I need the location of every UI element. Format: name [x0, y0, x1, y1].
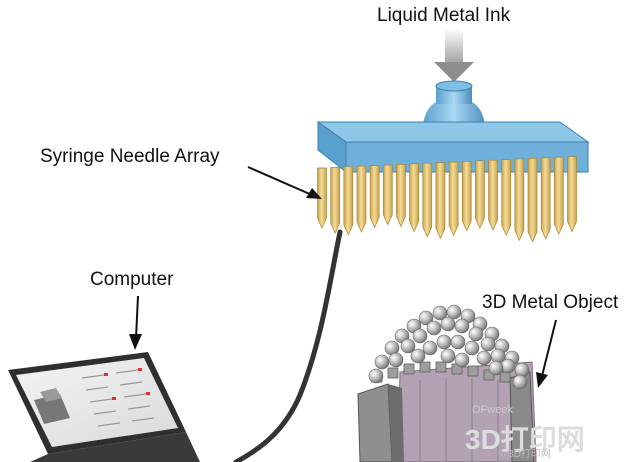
- watermark-small: OFweek: [472, 404, 513, 416]
- laptop: [8, 352, 200, 462]
- metal-droplet: [374, 354, 390, 370]
- metal-droplet: [512, 374, 528, 390]
- needle: [475, 160, 485, 229]
- metal-droplet: [418, 310, 434, 326]
- needle: [330, 167, 341, 235]
- watermark-logo: 3D打印网: [465, 424, 585, 455]
- metal-droplet: [500, 358, 516, 374]
- needle: [514, 158, 525, 242]
- needle: [540, 157, 551, 240]
- ink-inflow-arrow: [434, 28, 474, 82]
- syringe-block: [316, 121, 590, 174]
- metal-droplet: [464, 340, 480, 356]
- metal-droplet: [412, 328, 428, 344]
- needle: [461, 161, 472, 232]
- needle: [567, 156, 577, 233]
- metal-droplet: [446, 304, 462, 320]
- needle: [527, 158, 538, 243]
- metal-droplet: [440, 348, 456, 364]
- metal-droplet: [368, 368, 384, 384]
- needle: [369, 165, 380, 229]
- needle: [409, 163, 419, 233]
- metal-droplet: [440, 316, 456, 332]
- metal-object-label: 3D Metal Object: [482, 292, 619, 313]
- array-pointer-arrow: [247, 166, 322, 199]
- data-cable: [233, 229, 343, 462]
- needle: [488, 159, 498, 231]
- needle: [317, 167, 327, 229]
- watermark-bottom: © 3D打印网: [498, 449, 551, 460]
- metal-droplets: [368, 304, 530, 390]
- computer-pointer-arrow: [129, 295, 142, 350]
- needle: [501, 159, 512, 237]
- needle: [356, 165, 367, 233]
- needle: [382, 164, 393, 226]
- metal-droplet: [454, 352, 470, 368]
- metal-droplet: [436, 334, 452, 350]
- metal-droplet: [488, 360, 504, 376]
- needle: [343, 166, 354, 236]
- needle: [396, 164, 406, 228]
- metal-droplet: [450, 334, 466, 350]
- metal-droplet: [388, 352, 404, 368]
- metal-droplet: [514, 362, 530, 378]
- object-pointer-arrow: [536, 319, 557, 388]
- metal-droplet: [480, 336, 496, 352]
- needle: [553, 156, 564, 236]
- liquid-metal-ink-label: Liquid Metal Ink: [377, 5, 511, 26]
- metal-droplet: [426, 320, 442, 336]
- metal-droplet: [422, 340, 438, 356]
- computer-label: Computer: [90, 269, 174, 290]
- needle: [435, 162, 446, 240]
- metal-droplet: [400, 338, 416, 354]
- needle: [448, 161, 459, 237]
- metal-droplet: [454, 318, 470, 334]
- needle-array: [317, 156, 577, 243]
- metal-droplet: [476, 350, 492, 366]
- needle: [422, 162, 433, 238]
- metal-droplet: [468, 326, 484, 342]
- syringe-needle-array-label: Syringe Needle Array: [40, 146, 220, 167]
- metal-droplet: [410, 348, 426, 364]
- metal-object: [357, 361, 537, 462]
